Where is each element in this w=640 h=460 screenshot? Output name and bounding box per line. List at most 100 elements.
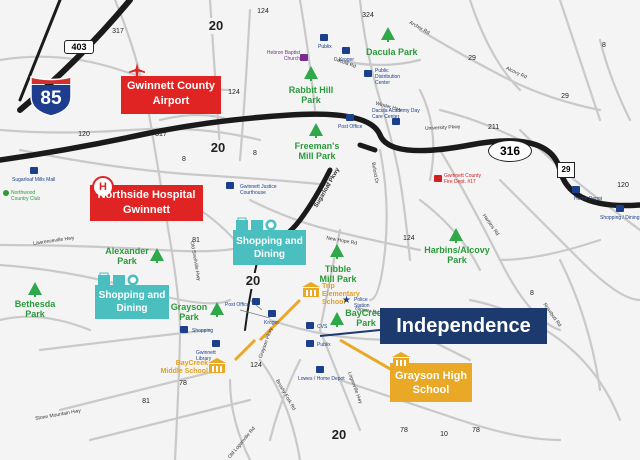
road-number: 317 [112,28,124,35]
hebron-church-label: Hebron Baptist Church [266,50,300,62]
tree-icon [309,123,323,138]
publix-label-2: Publix [317,342,331,348]
road-number: 10 [440,431,448,438]
kroger-label: Kroger [339,57,355,63]
airplane-icon [129,63,145,79]
baycreek-school-label: BayCreek Middle School [160,360,208,375]
trip-school-label: Trip Elementary School [322,283,360,306]
gwinnett-library-label: Gwinnett Library [196,350,216,362]
road-number: 78 [179,380,187,387]
road-number: 81 [192,237,200,244]
road-number: 120 [78,131,90,138]
grocery-icon [306,340,314,347]
grayson-high-label: Grayson High School [394,370,468,396]
shopping-small-label: Shopping [192,328,214,334]
road-number: 8 [182,156,186,163]
tree-icon [330,312,344,327]
shopping-icon [97,272,141,286]
publix-label: Publix [318,44,332,50]
sugarloaf-mills-label: Sugarloaf Mills Mall [12,177,56,183]
shopping-label-2: Shopping and Dining [98,290,166,314]
tree-icon [28,282,42,297]
northwood-label: Northwood Country Club [11,190,41,202]
dacula-academy-label: Dacula Academy Day Care Center [372,108,420,120]
public-distribution-label: Public Distribution Center [375,68,401,86]
fire-dept-label: Gwinnett County Fire Dept. #17 [444,173,481,185]
park-label: Alexander Park [105,246,149,266]
park-label: Dacula Park [366,47,418,57]
hospital-callout[interactable]: H Northside Hospital Gwinnett [90,176,203,221]
church-icon [300,54,308,61]
grocery-icon [268,310,276,317]
road-number: 81 [142,398,150,405]
road-number: 324 [362,12,374,19]
shopping-label-1: Shopping and Dining [236,236,303,260]
park-label: Freeman's Mill Park [294,141,340,161]
grayson-high-callout[interactable]: Grayson High School [390,352,472,402]
tree-icon [304,66,318,81]
independence-label: Independence [396,315,531,337]
route-316-shield: 316 [488,140,532,162]
post-office-icon [252,298,260,305]
road-number: 124 [250,362,262,369]
road-number: 78 [472,427,480,434]
post-office-icon [346,114,354,121]
road-number: 120 [617,182,629,189]
road-number: 78 [400,427,408,434]
tree-icon [150,248,164,263]
shopping-dining-callout-2[interactable]: Shopping and Dining [95,272,169,319]
road-number: 29 [468,55,476,62]
road-number: 8 [530,290,534,297]
airport-callout[interactable]: Gwinnett County Airport [121,63,221,114]
school-icon [208,358,226,374]
golf-icon [3,190,9,196]
route-29-shield: 29 [557,162,575,178]
road-number: 8 [253,150,257,157]
tree-icon [381,27,395,42]
tree-icon [449,228,463,243]
lowes-home-depot-label: Lowes / Home Depot [298,376,345,382]
park-label: Bethesda Park [14,299,56,319]
courthouse-icon [226,182,234,189]
route-20-label-top: 20 [201,18,231,34]
road-number: 29 [561,93,569,100]
park-label: BayCreek Park [345,308,387,328]
shopping-dining-label: Shopping / Dining [600,215,640,221]
park-label: Tibble Mill Park [319,264,357,284]
pharmacy-icon [306,322,314,329]
police-star-icon: ★ [342,295,351,306]
park-label: Rabbit Hill Park [288,85,334,105]
interstate-85-label: 85 [40,88,62,109]
independence-callout[interactable]: Independence [380,308,547,344]
tree-icon [330,244,344,259]
tree-icon [210,302,224,317]
road-number: 8 [602,42,606,49]
shopping-dining-callout-1[interactable]: Shopping and Dining [233,217,306,265]
cvs-label: CVS [317,324,328,330]
hospital-label: Northside Hospital Gwinnett [97,189,196,216]
park-label: Harbins/Alcovy Park [424,245,490,265]
hospital-icon: H [92,176,114,198]
road-number: 124 [228,89,240,96]
home-depot-label: Home Depot [574,196,603,202]
kroger-label-2: Kroger [264,320,280,326]
shopping-icon [616,205,624,212]
school-icon [392,352,410,368]
road-number: 211 [488,124,500,131]
interstate-shield-icon [30,76,72,117]
daycare-icon [392,118,400,125]
grocery-icon [320,34,328,41]
shopping-icon [235,217,279,231]
distribution-icon [364,70,372,77]
police-station-label: Police Station [354,297,370,309]
airport-label: Gwinnett County Airport [127,80,215,107]
road-number: 124 [403,235,415,242]
store-icon [572,186,580,193]
justice-courthouse-label: Gwinnett Justice Courthouse [240,184,277,196]
road-number: 317 [155,131,167,138]
store-icon [316,366,324,373]
post-office-label: Post Office [338,124,363,130]
